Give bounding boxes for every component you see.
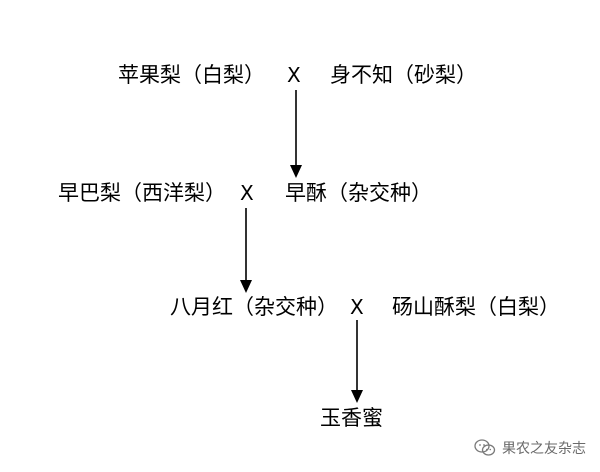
- watermark: 果农之友杂志: [474, 438, 586, 458]
- wechat-icon: [474, 439, 496, 457]
- watermark-text: 果农之友杂志: [502, 441, 586, 457]
- arrow-cross2-to-bayuehong: [240, 208, 252, 293]
- cross1-parent-a: 苹果梨（白梨）: [118, 63, 265, 87]
- cross3-parent-b: 砀山酥梨（白梨）: [392, 295, 560, 319]
- arrow-cross1-to-zaosu: [290, 90, 302, 178]
- cross3-parent-a: 八月红（杂交种）: [170, 295, 338, 319]
- cross2-parent-a: 早巴梨（西洋梨）: [58, 181, 226, 205]
- cross2-symbol: X: [240, 181, 254, 205]
- cross1-symbol: X: [287, 63, 301, 87]
- arrow-cross3-to-yuxiangmi: [351, 320, 363, 403]
- cross3-symbol: X: [350, 295, 364, 319]
- cross1-parent-b: 身不知（砂梨）: [330, 63, 477, 87]
- result-variety: 玉香蜜: [320, 406, 383, 430]
- cross2-parent-b: 早酥（杂交种）: [285, 181, 432, 205]
